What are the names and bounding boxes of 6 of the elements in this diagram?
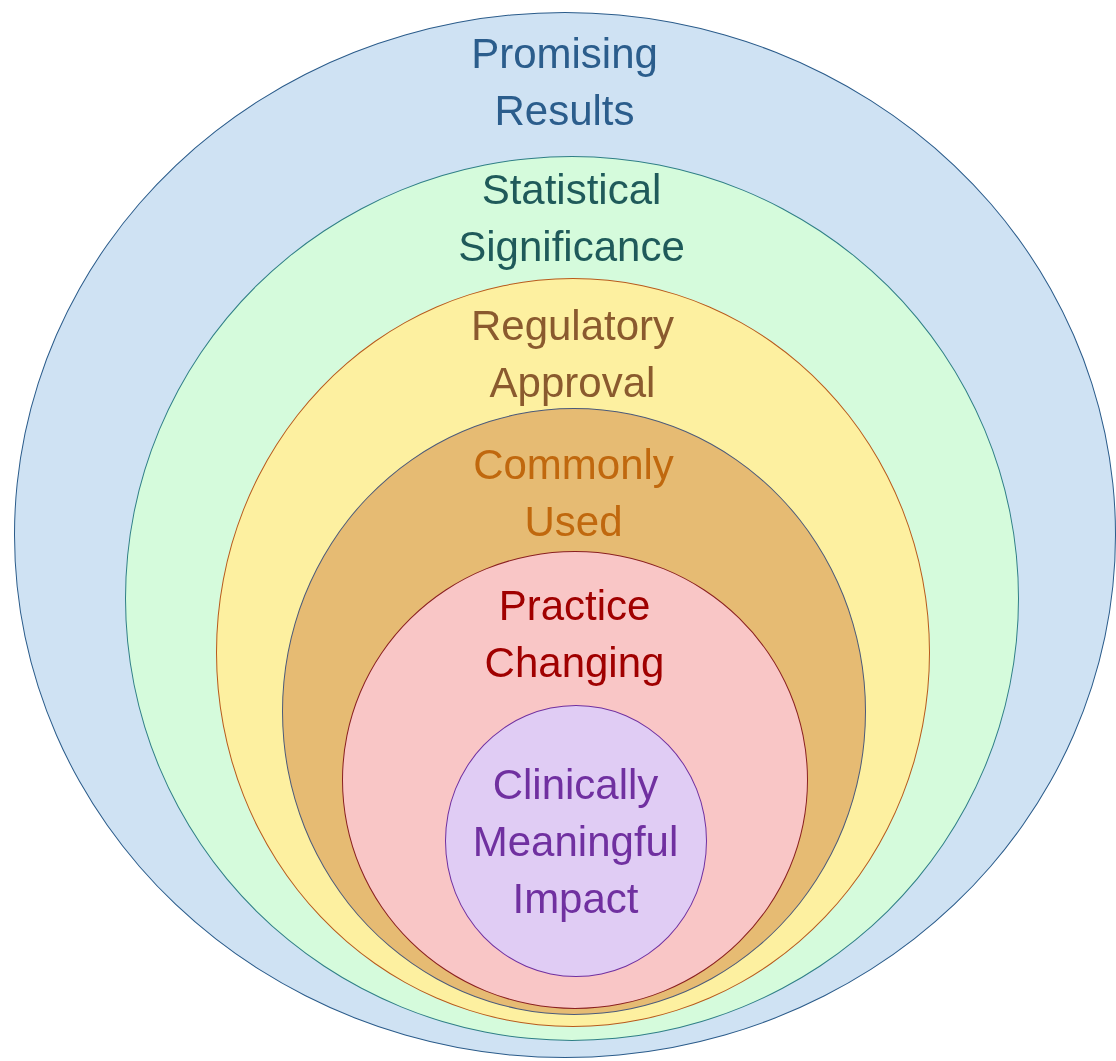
circle-label: Promising Results xyxy=(470,29,659,136)
circle-label: Clinically Meaningful Impact xyxy=(471,760,680,924)
circle-label: Practice Changing xyxy=(483,581,666,688)
circle-label: Regulatory Approval xyxy=(469,301,676,408)
circle-label: Statistical Significance xyxy=(457,165,686,272)
circle-label: Commonly Used xyxy=(472,440,675,547)
